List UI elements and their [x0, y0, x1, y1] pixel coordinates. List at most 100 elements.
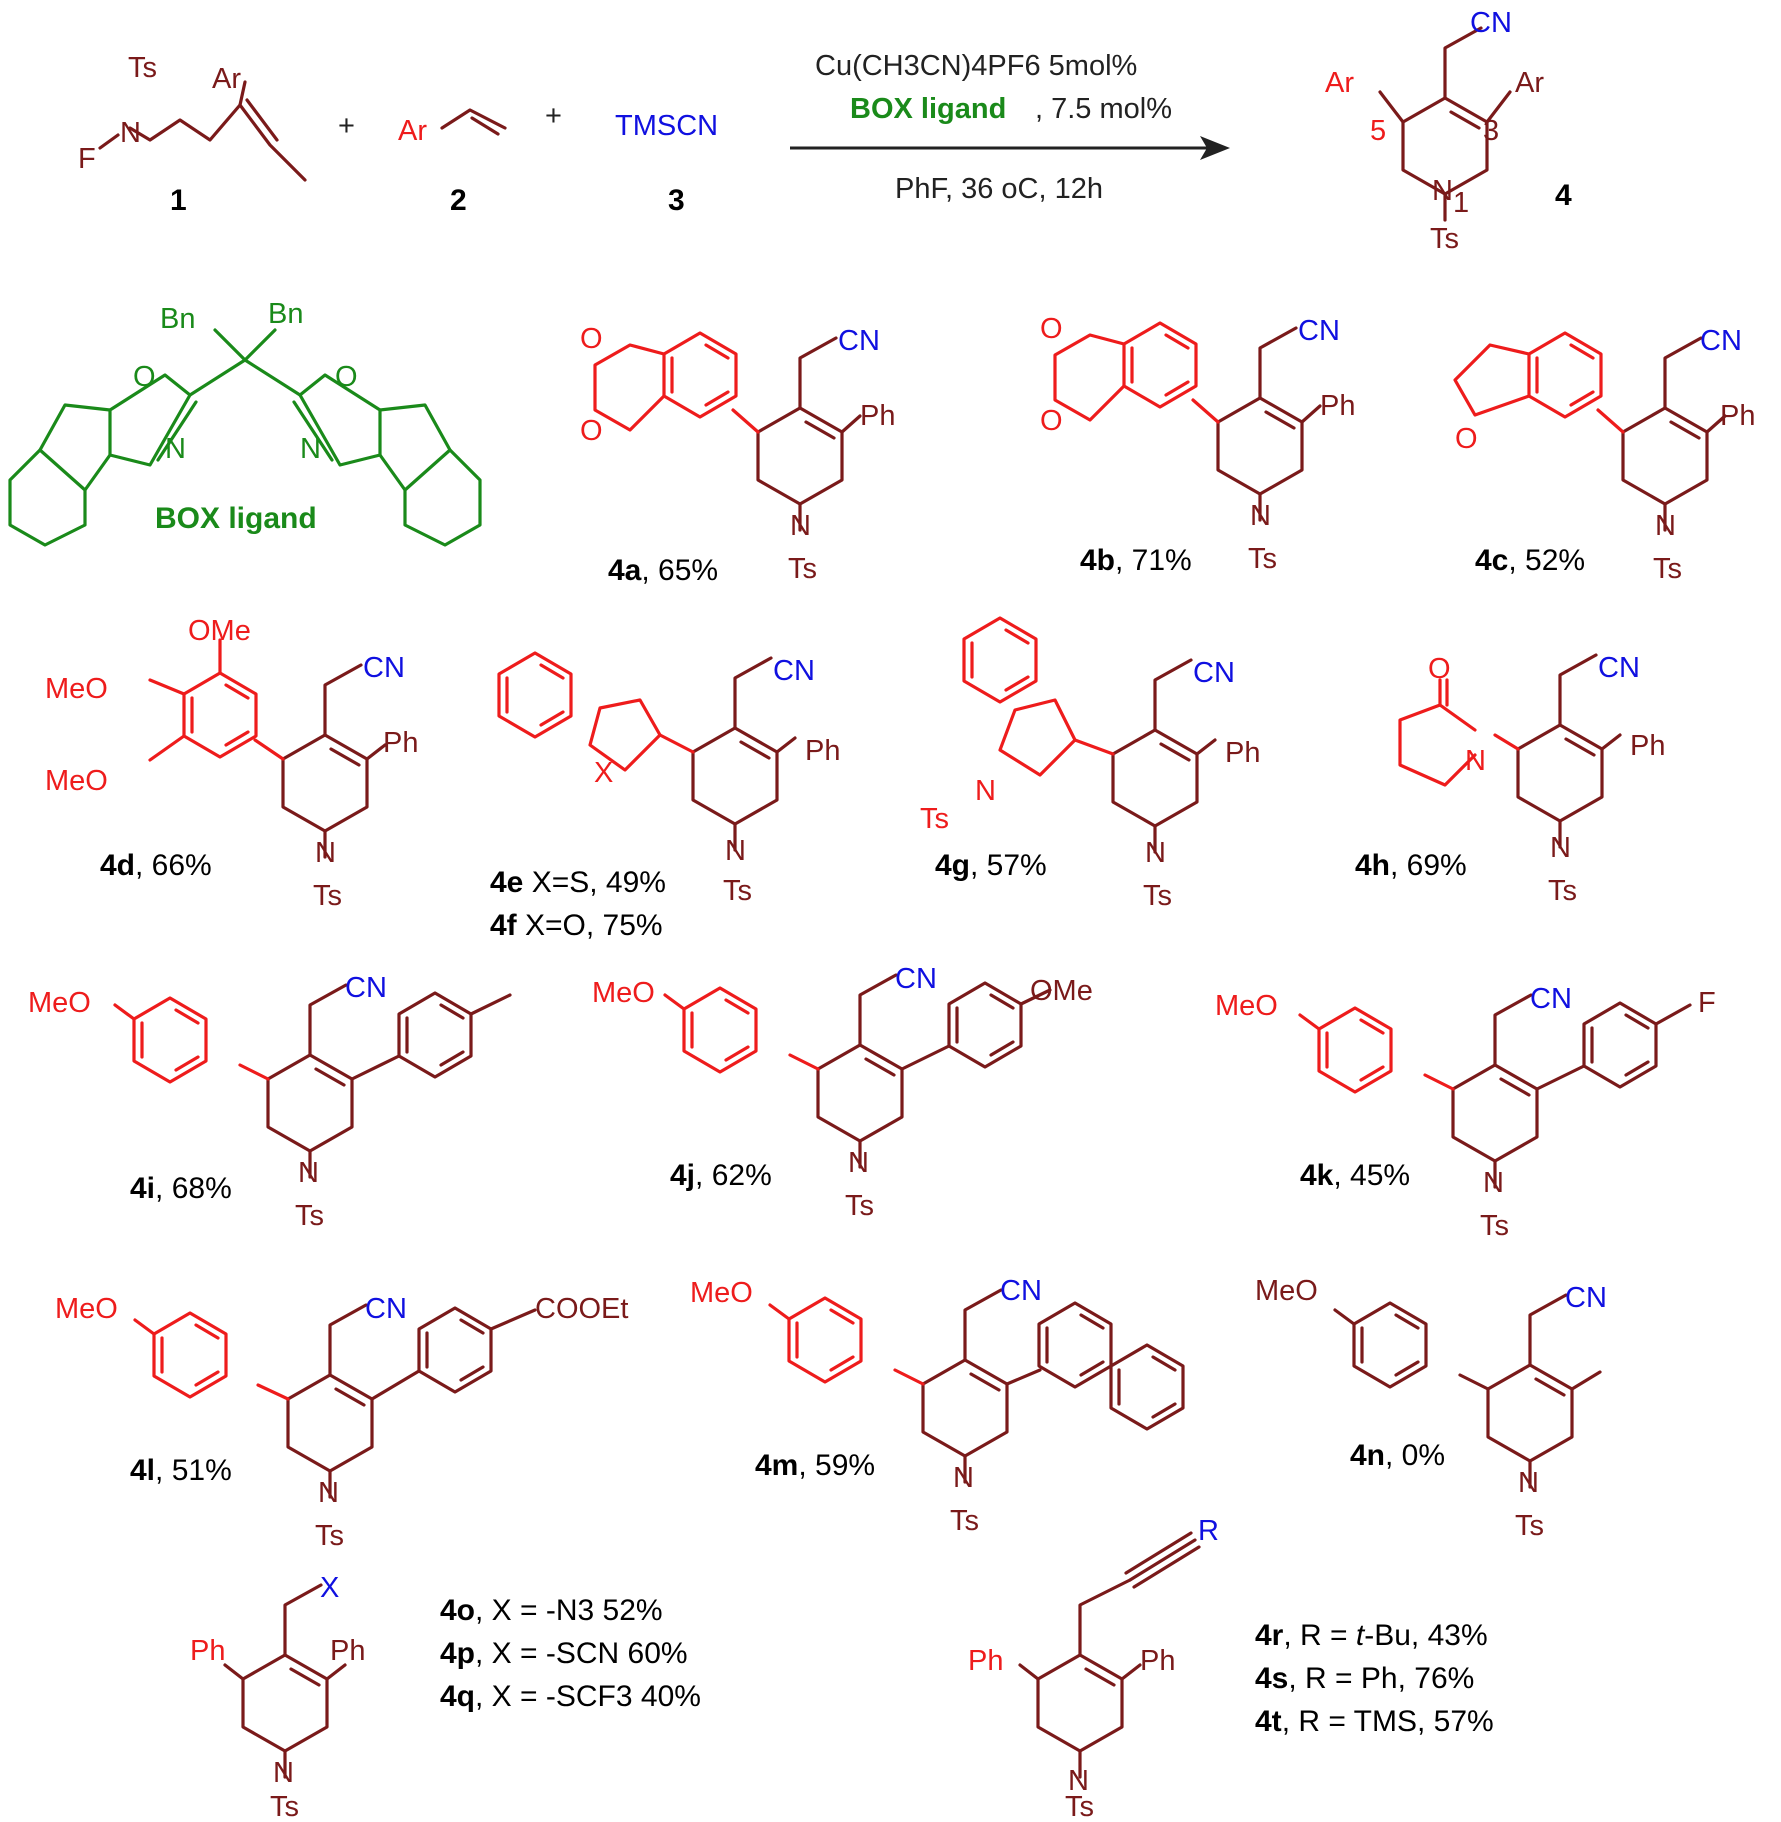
compound-4n: CN N Ts MeO 4n, 0% [1255, 1275, 1607, 1542]
svg-text:Ts: Ts [845, 1190, 874, 1222]
svg-text:N: N [1518, 1467, 1539, 1499]
tmscn-label: TMSCN [615, 110, 718, 142]
svg-text:4r, R = t-Bu, 43%: 4r, R = t-Bu, 43% [1255, 1619, 1488, 1652]
svg-text:Ph: Ph [190, 1635, 225, 1667]
compound-4r-4t: Ph Ph R N Ts 4r, R = t-Bu, 43% 4s, R = P… [968, 1515, 1494, 1822]
compound-4e-4f: Ph CN N Ts X 4e X=S, 49% 4f X=O, 75% [490, 651, 840, 942]
compound-4b: Ph CN N Ts O O 4b, 71% [1040, 313, 1355, 577]
svg-text:Ph: Ph [968, 1645, 1003, 1677]
svg-text:4f X=O, 75%: 4f X=O, 75% [490, 909, 663, 942]
compound-4d: Ph CN N Ts OMe MeO MeO 4d, 66% [45, 615, 418, 912]
compound-4m: CN N Ts MeO 4m, 59% [690, 1275, 1185, 1537]
conditions-text: PhF, 36 oC, 12h [895, 173, 1103, 205]
ar-right-label: Ar [1515, 67, 1544, 99]
compound-number-3: 3 [668, 184, 685, 217]
compound-number-2: 2 [450, 184, 467, 217]
svg-text:MeO: MeO [592, 977, 655, 1009]
svg-text:4n, 0%: 4n, 0% [1350, 1439, 1445, 1472]
svg-text:Ts: Ts [270, 1791, 299, 1822]
svg-text:Ph: Ph [1320, 390, 1355, 422]
svg-text:Ts: Ts [1515, 1510, 1544, 1542]
svg-text:N: N [1655, 510, 1676, 542]
svg-text:Ts: Ts [1143, 880, 1172, 912]
svg-text:N: N [1465, 745, 1486, 777]
svg-text:4i, 68%: 4i, 68% [130, 1172, 232, 1205]
svg-text:OMe: OMe [188, 615, 251, 647]
svg-text:Ts: Ts [1480, 1210, 1509, 1242]
position-3-label: 3 [1483, 115, 1499, 147]
svg-text:Ts: Ts [1653, 553, 1682, 585]
compound-4a: Ph CN N Ts O O 4a, 65% [580, 323, 895, 587]
svg-text:MeO: MeO [1255, 1275, 1318, 1307]
svg-text:CN: CN [1530, 983, 1572, 1015]
svg-text:4o, X = -N3 52%: 4o, X = -N3 52% [440, 1594, 663, 1627]
svg-text:N: N [1068, 1765, 1089, 1797]
svg-text:CN: CN [838, 325, 880, 357]
svg-text:CN: CN [895, 963, 937, 995]
f-label: F [78, 143, 96, 175]
svg-text:O: O [1455, 423, 1478, 455]
compound-number-4: 4 [1555, 179, 1572, 212]
svg-text:F: F [1698, 987, 1716, 1019]
svg-text:N: N [298, 1157, 319, 1189]
svg-text:N: N [953, 1462, 974, 1494]
n-left-label: N [165, 433, 186, 465]
box-ligand-caption: BOX ligand [155, 502, 317, 535]
svg-text:MeO: MeO [45, 765, 108, 797]
product-4-general: CN Ar Ar 5 3 N 1 Ts 4 [1325, 7, 1572, 255]
position-1-label: 1 [1453, 187, 1469, 219]
svg-text:CN: CN [1298, 315, 1340, 347]
compound-number-1: 1 [170, 184, 187, 217]
o-right-label: O [335, 361, 358, 393]
svg-text:MeO: MeO [28, 987, 91, 1019]
compound-4k: F CN N Ts MeO 4k, 45% [1215, 983, 1716, 1242]
svg-text:4p, X = -SCN 60%: 4p, X = -SCN 60% [440, 1637, 688, 1670]
compound-4l: COOEt CN N Ts MeO 4l, 51% [55, 1293, 628, 1552]
compound-4o-4q: Ph Ph X N Ts 4o, X = -N3 52% 4p, X = -SC… [190, 1572, 701, 1822]
svg-text:N: N [273, 1757, 294, 1789]
svg-text:Ts: Ts [1248, 543, 1277, 575]
svg-text:CN: CN [1565, 1282, 1607, 1314]
svg-text:Ts: Ts [920, 803, 949, 835]
compound-yield: , 65% [641, 554, 718, 587]
svg-text:R: R [1198, 1515, 1219, 1547]
svg-text:Ph: Ph [860, 400, 895, 432]
svg-text:COOEt: COOEt [535, 1293, 628, 1325]
svg-text:N: N [1550, 832, 1571, 864]
svg-text:MeO: MeO [55, 1293, 118, 1325]
compound-4i: CN N Ts MeO 4i, 68% [28, 972, 512, 1232]
svg-text:4q, X = -SCF3 40%: 4q, X = -SCF3 40% [440, 1680, 701, 1713]
n-right-label: N [300, 433, 321, 465]
svg-text:4g, 57%: 4g, 57% [935, 849, 1047, 882]
svg-text:4j, 62%: 4j, 62% [670, 1159, 772, 1192]
svg-text:N: N [318, 1477, 339, 1509]
svg-text:4e X=S, 49%: 4e X=S, 49% [490, 866, 666, 899]
svg-text:CN: CN [363, 652, 405, 684]
svg-text:Ts: Ts [788, 553, 817, 585]
svg-text:X: X [594, 757, 613, 789]
svg-text:4b, 71%: 4b, 71% [1080, 544, 1192, 577]
svg-text:4m, 59%: 4m, 59% [755, 1449, 875, 1482]
svg-text:Ph: Ph [330, 1635, 365, 1667]
svg-text:Ph: Ph [383, 727, 418, 759]
svg-text:Ts: Ts [1065, 1791, 1094, 1822]
bn-left-label: Bn [160, 303, 195, 335]
catalyst-text: Cu(CH3CN)4PF6 5mol% [815, 50, 1137, 82]
reaction-arrow: Cu(CH3CN)4PF6 5mol% BOX ligand , 7.5 mol… [790, 50, 1230, 205]
ar-label: Ar [398, 115, 427, 147]
svg-text:Ts: Ts [315, 1520, 344, 1552]
svg-text:Ts: Ts [1548, 875, 1577, 907]
svg-text:Ph: Ph [1630, 730, 1665, 762]
ar-left-label: Ar [1325, 67, 1354, 99]
n-label: N [1432, 175, 1453, 207]
ligand-name-text: BOX ligand [850, 93, 1006, 125]
svg-text:CN: CN [345, 972, 387, 1004]
compound-id: 4a [608, 554, 642, 587]
svg-text:Ts: Ts [723, 875, 752, 907]
plus-sign-2: + [545, 100, 562, 132]
svg-text:Ts: Ts [295, 1200, 324, 1232]
svg-text:4h, 69%: 4h, 69% [1355, 849, 1467, 882]
reagent-3: TMSCN 3 [615, 110, 718, 217]
svg-text:4l, 51%: 4l, 51% [130, 1454, 232, 1487]
